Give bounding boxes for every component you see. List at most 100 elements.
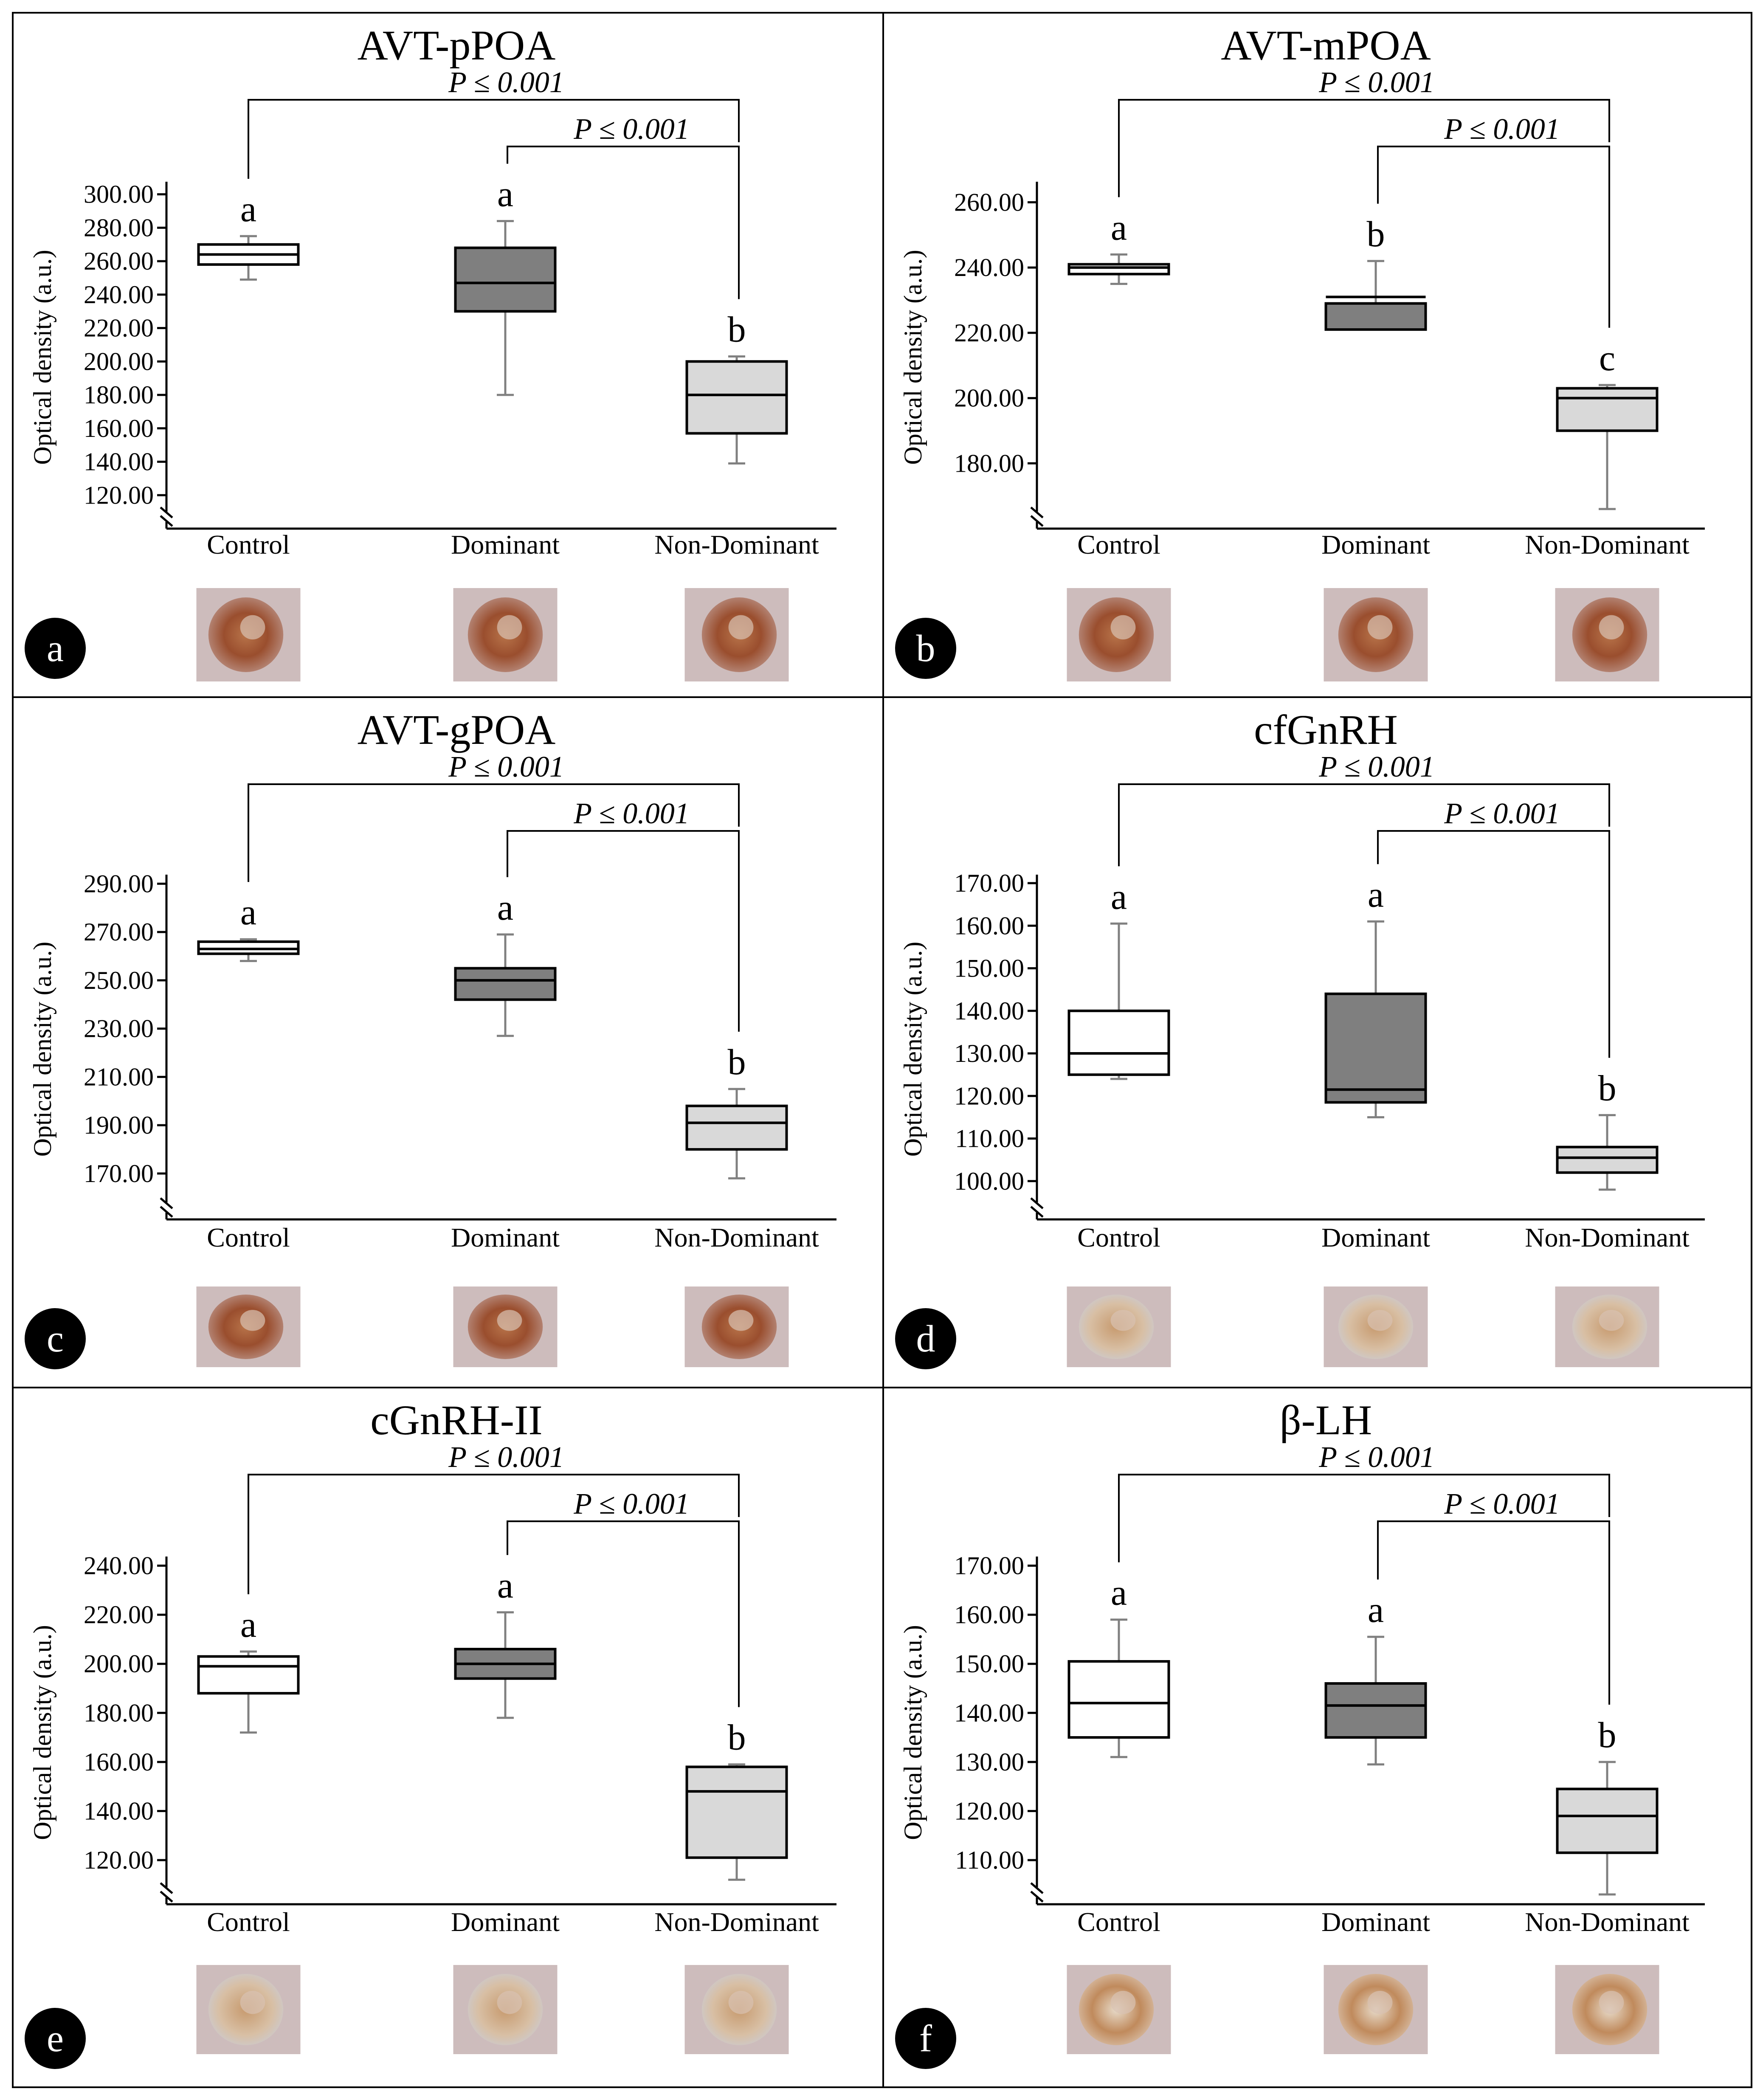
axis-break-mark [1030,507,1044,518]
y-tick-label: 160.00 [954,1601,1024,1629]
box-dominant [1324,992,1427,1104]
y-tick-label: 150.00 [954,954,1024,982]
panel-letter-badge [895,2008,956,2069]
micrograph-thumbnail [1324,588,1428,681]
cell-nucleus [1110,1990,1136,2014]
p-value-label: P ≤ 0.001 [1444,797,1560,830]
p-value-label: P ≤ 0.001 [1318,66,1434,99]
y-tick-label: 230.00 [84,1015,154,1043]
axis-break-mark [1030,1882,1044,1894]
y-tick-label: 200.00 [954,384,1024,412]
micrograph-thumbnail [196,588,301,681]
significance-letter: b [1367,214,1385,254]
p-value-label: P ≤ 0.001 [573,1488,689,1520]
y-tick-label: 170.00 [954,1552,1024,1580]
cell-nucleus [728,615,754,639]
chart-title: AVT-gPOA [358,706,556,753]
y-axis-title: Optical density (a.u.) [899,250,927,465]
p-value-label: P ≤ 0.001 [1444,113,1560,146]
panel-c: AVT-gPOA170.00190.00210.00230.00250.0027… [12,696,884,1388]
y-tick-label: 260.00 [84,247,154,275]
y-tick-label: 180.00 [84,1699,154,1727]
panel-letter: e [47,2018,64,2060]
x-category-label: Control [207,529,290,560]
significance-letter: a [497,887,513,928]
box-control [1067,1009,1170,1076]
y-tick-label: 160.00 [84,414,154,442]
axis-break-mark [160,1882,173,1894]
y-axis-title: Optical density (a.u.) [28,942,56,1157]
y-tick-label: 160.00 [954,912,1024,940]
cell-nucleus [1367,615,1393,639]
comparison-bracket-dominant [1377,146,1610,328]
axis-break-mark [160,515,173,527]
panel-letter-badge [25,1308,86,1369]
cell-nucleus [1599,615,1624,639]
micrograph-thumbnail [684,1965,789,2054]
box-control [1067,263,1170,276]
micrograph-thumbnail [196,1965,301,2054]
comparison-bracket-control [248,1474,740,1594]
y-tick-label: 240.00 [954,253,1024,282]
axis-break-mark [160,507,173,518]
micrograph-thumbnail [1067,1286,1171,1367]
x-category-label: Dominant [1321,1222,1430,1253]
micrograph-thumbnail [1324,1286,1428,1367]
cell-nucleus [1110,1310,1136,1331]
chart-title: β-LH [1280,1396,1372,1444]
box-control [1067,1660,1170,1739]
y-tick-label: 140.00 [954,1699,1024,1727]
x-category-label: Non-Dominant [1525,1907,1690,1937]
y-axis-title: Optical density (a.u.) [899,942,927,1157]
cell-nucleus [1599,1990,1624,2014]
comparison-bracket-control [1118,783,1610,867]
x-category-label: Dominant [1321,529,1430,560]
p-value-label: P ≤ 0.001 [1318,1441,1434,1474]
box-non-dominant [1556,1788,1659,1854]
panel-letter-badge [25,2008,86,2069]
chart-title: AVT-pPOA [358,22,556,69]
y-tick-label: 180.00 [954,449,1024,477]
y-tick-label: 220.00 [84,1601,154,1629]
y-tick-label: 190.00 [84,1111,154,1139]
y-axis-title: Optical density (a.u.) [28,250,56,465]
chart-title: cfGnRH [1254,706,1398,753]
cell-nucleus [497,1310,522,1331]
micrograph-thumbnail [1067,1965,1171,2054]
panel-b: AVT-mPOA180.00200.00220.00240.00260.00Op… [882,12,1752,698]
significance-letter: a [240,189,256,229]
y-tick-label: 120.00 [954,1082,1024,1110]
panel-letter: f [919,2018,932,2060]
box-non-dominant [685,1104,788,1151]
p-value-label: P ≤ 0.001 [573,797,689,830]
significance-letter: a [1368,1589,1384,1630]
x-category-label: Non-Dominant [654,529,819,560]
micrograph-thumbnail [453,588,558,681]
comparison-bracket-control [1118,99,1610,197]
panel-letter-badge [25,618,86,679]
x-category-label: Dominant [451,529,560,560]
cell-nucleus [1367,1990,1393,2014]
significance-letter: a [497,174,513,214]
cell-nucleus [497,615,522,639]
comparison-bracket-dominant [1377,1520,1610,1705]
significance-letter: a [240,892,256,932]
y-tick-label: 110.00 [955,1846,1024,1874]
cell-nucleus [728,1990,754,2014]
y-tick-label: 140.00 [954,997,1024,1025]
x-category-label: Control [1077,1907,1160,1937]
axis-break-mark [1030,515,1044,527]
significance-letter: b [1598,1067,1617,1108]
cell-nucleus [497,1990,522,2014]
significance-letter: a [1111,207,1127,248]
significance-letter: b [728,1717,746,1758]
panel-f: β-LH110.00120.00130.00140.00150.00160.00… [882,1387,1752,2088]
x-category-label: Control [1077,1222,1160,1253]
micrograph-thumbnail [1067,588,1171,681]
y-tick-label: 130.00 [954,1039,1024,1067]
y-tick-label: 260.00 [954,188,1024,216]
significance-letter: a [497,1565,513,1605]
panel-letter: d [916,1318,935,1360]
panels-layer: AVT-pPOA 120.00 140.00 160.00 180.00 200.00 22… [12,12,1752,2088]
p-value-label: P ≤ 0.001 [1444,1488,1560,1520]
